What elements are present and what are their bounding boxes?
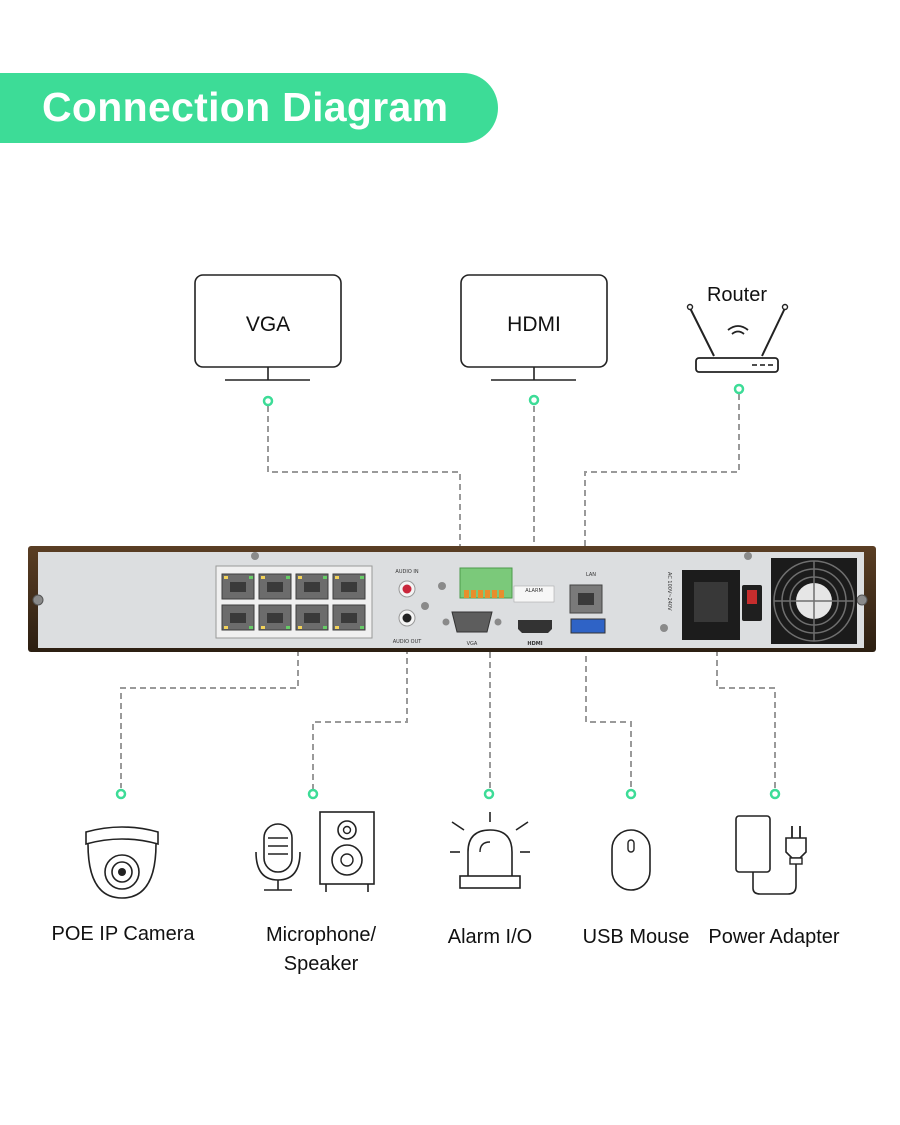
dome-camera-icon — [85, 826, 159, 899]
power-connector-dot — [769, 788, 781, 800]
lan-label: LAN — [586, 572, 596, 578]
router-wire — [584, 394, 740, 600]
power-adapter-icon — [735, 815, 807, 895]
alarm-light-icon — [450, 812, 530, 889]
hdmi-connector-dot — [528, 394, 540, 406]
router-connector-dot — [733, 383, 745, 395]
camera-wire — [120, 640, 299, 788]
power-adapter-label: Power Adapter — [708, 926, 840, 948]
mouse-connector-dot — [625, 788, 637, 800]
poe-camera-label: POE IP Camera — [51, 923, 195, 945]
audio-wire — [312, 618, 408, 790]
alarm-label: ALARM — [525, 588, 543, 594]
audio-out-label: AUDIO OUT — [393, 639, 423, 645]
microphone-speaker-icon — [255, 811, 375, 892]
microphone-speaker-label-line2: Speaker — [283, 953, 359, 975]
vga-wire — [267, 406, 461, 610]
title-banner — [0, 73, 498, 143]
microphone-speaker-label-line1: Microphone/ — [265, 924, 377, 946]
power-rating-label: AC 100V~240V — [666, 572, 672, 611]
audio-connector-dot — [307, 788, 319, 800]
page-title: Connection Diagram — [42, 84, 449, 130]
monitor-icon — [194, 274, 342, 381]
audio-in-label: AUDIO IN — [395, 569, 418, 575]
mouse-icon — [611, 829, 651, 891]
vga-connector-dot — [262, 395, 274, 407]
alarm-io-label: Alarm I/O — [447, 926, 533, 948]
router-label: Router — [706, 284, 768, 306]
router-icon — [686, 303, 789, 373]
usb-mouse-label: USB Mouse — [582, 926, 690, 948]
alarm-connector-dot — [483, 788, 495, 800]
vga-label: VGA — [245, 313, 291, 336]
vga-port-label: VGA — [467, 641, 478, 647]
usb-wire — [585, 636, 632, 790]
hdmi-port-label: HDMI — [527, 641, 542, 647]
camera-connector-dot — [115, 788, 127, 800]
monitor-icon — [460, 274, 608, 381]
hdmi-label: HDMI — [507, 313, 561, 336]
